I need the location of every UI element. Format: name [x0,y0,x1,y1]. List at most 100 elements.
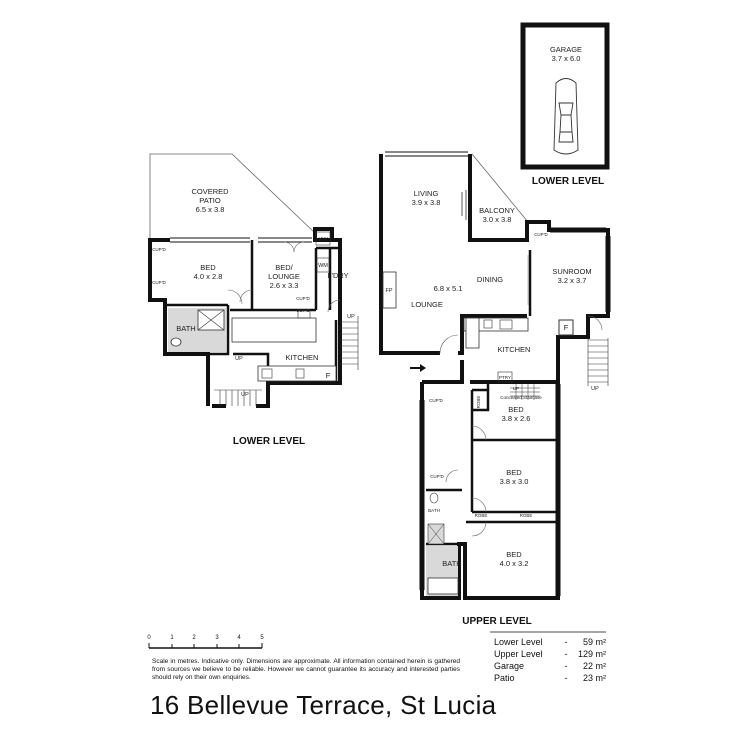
lower-kitchen-island [231,317,317,343]
bath-cupd-label: CUP'D [430,474,444,479]
lower-up-label-1: UP [235,356,243,362]
garage-dims: 3.7 x 6.0 [552,54,581,63]
laundry-label: L'DRY [327,271,348,280]
lower-bed-label: BED [200,263,216,272]
concealed-stair-label: Concealed Staircase [500,395,542,400]
bed1-dims: 3.8 x 2.6 [502,414,531,423]
area-name: Garage [494,661,525,671]
sunroom-cupd-label: CUP'D [534,232,548,237]
lower-cupd-label-2: CUP'D [152,280,166,285]
covered-patio-label-2: PATIO [199,196,221,205]
garage-level-label: LOWER LEVEL [532,176,604,187]
sunroom-dims: 3.2 x 3.7 [558,276,587,285]
lower-stairs-right [340,316,359,370]
lower-toilet [170,337,182,347]
living-dims: 3.9 x 3.8 [412,198,441,207]
area-value: 22 m² [582,661,606,671]
entry-arrow-icon [410,364,426,372]
area-dash: - [564,637,568,647]
lower-kitchen-label: KITCHEN [286,353,319,362]
upper-level-plan: FP KITCHEN F UP UP Concealed Stairca [379,151,611,627]
lower-doors [227,241,341,313]
lower-cupd-label-3: CUP'D [296,296,310,301]
area-name: Lower Level [494,637,543,647]
upper-bath-label: BATH [442,559,461,568]
hot-water-label: HW [318,237,328,243]
upper-bath-side-label: BATH [428,508,440,513]
upper-fridge-label: F [564,323,569,332]
upper-windows [385,151,611,596]
concealed-stair-up-label: UP [513,386,519,391]
lounge-label: LOUNGE [411,300,443,309]
balcony-label: BALCONY [479,206,515,215]
property-address: 16 Bellevue Terrace, St Lucia [150,690,497,720]
area-row: Patio - 23 m² [494,672,606,684]
garage-label: GARAGE [550,45,582,54]
lower-fridge-label: F [326,371,331,380]
bed-lounge-label-2: LOUNGE [268,272,300,281]
area-row: Lower Level - 59 m² [494,636,606,648]
area-summary: Lower Level - 59 m² Upper Level - 129 m²… [494,636,606,684]
area-value: 59 m² [582,637,606,647]
area-dash: - [564,673,568,683]
washing-machine-label: WM [318,263,328,269]
upper-interior-walls [426,250,558,546]
balcony-outline [471,153,529,223]
area-row: Upper Level - 129 m² [494,648,606,660]
lower-up-label-2: UP [241,392,249,398]
scale-tick-4: 4 [237,635,241,641]
area-name: Upper Level [494,649,543,659]
fireplace-label: FP [385,288,392,294]
scale-tick-2: 2 [192,635,196,641]
upper-stairs-right [587,338,609,386]
bed3-label: BED [506,550,522,559]
lower-windows [170,237,312,243]
living-label: LIVING [414,189,439,198]
covered-patio-outline [149,153,316,241]
garage-plan: GARAGE 3.7 x 6.0 LOWER LEVEL [520,22,610,187]
area-row: Garage - 22 m² [494,660,606,672]
area-dash: - [564,661,568,671]
garage-walls [520,22,610,170]
pantry-label: PTRY [499,375,511,380]
upper-bathtub [427,577,459,595]
dining-label: DINING [477,275,503,284]
bed-lounge-dims: 2.6 x 3.3 [270,281,299,290]
covered-patio-label: COVERED [191,187,229,196]
area-value: 129 m² [577,649,606,659]
upper-doors [439,315,603,537]
scale-tick-3: 3 [215,635,219,641]
lower-cupd-label-4: CUP'D [296,308,310,313]
lounge-dining-dims: 6.8 x 5.1 [434,284,463,293]
scale-bar: 0 1 2 3 4 5 [147,635,264,649]
entry-cupd-label: CUP'D [429,398,443,403]
lower-stairs-bottom [214,389,262,406]
lower-bed-dims: 4.0 x 2.8 [194,272,223,281]
robe-label-1: ROBE [476,396,481,409]
area-dash: - [564,649,568,659]
concealed-staircase [510,384,540,400]
bed2-dims: 3.8 x 3.0 [500,477,529,486]
robe-label-3: ROBE [520,513,533,518]
robe-label-2: ROBE [475,513,488,518]
area-name: Patio [494,673,515,683]
bed3-dims: 4.0 x 3.2 [500,559,529,568]
lower-kitchen-bench [257,365,337,382]
lower-cupd-label-1: CUP'D [152,247,166,252]
balcony-dims: 3.0 x 3.8 [483,215,512,224]
fireplace [382,271,397,309]
scale-tick-0: 0 [147,635,151,641]
upper-up-label: UP [591,386,599,392]
upper-kitchen-label: KITCHEN [498,345,531,354]
bed2-label: BED [506,468,522,477]
lower-level-label: LOWER LEVEL [233,436,305,447]
lower-level-plan: COVERED PATIO 6.5 x 3.8 [148,153,359,447]
lower-bath-label: BATH [176,324,195,333]
car-icon [553,78,579,155]
covered-patio-dims: 6.5 x 3.8 [196,205,225,214]
lower-up-label-3: UP [347,314,355,320]
disclaimer-text: Scale in metres. Indicative only. Dimens… [152,658,460,682]
bed-lounge-label: BED/ [275,263,293,272]
scale-tick-5: 5 [260,635,264,641]
upper-level-label: UPPER LEVEL [462,616,531,627]
